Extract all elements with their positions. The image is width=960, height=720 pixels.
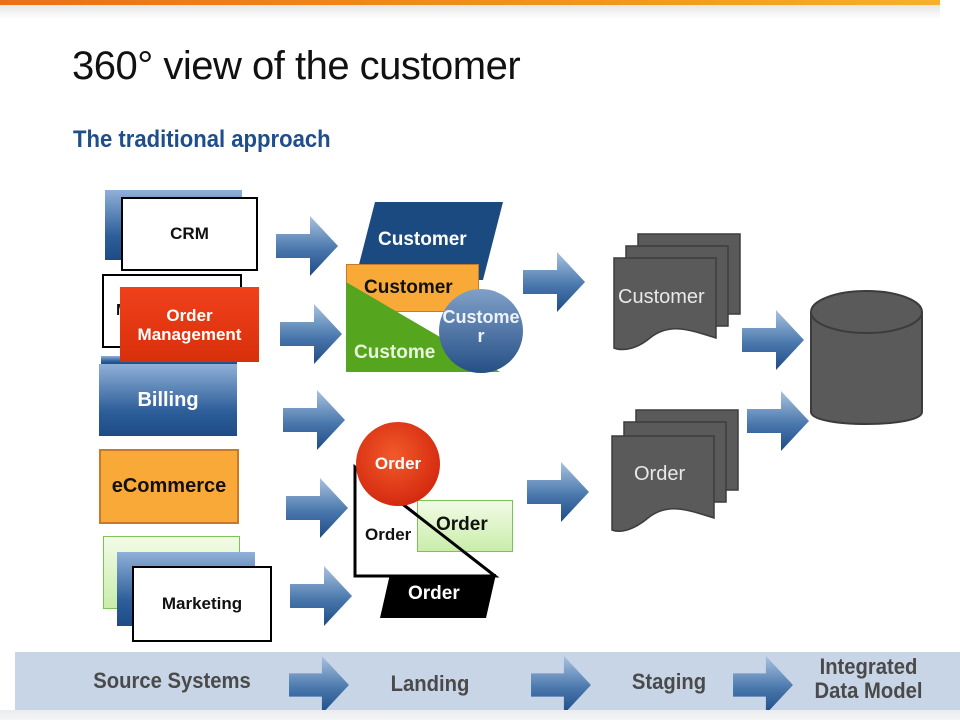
source-billing-label: Billing [137,388,199,411]
landing-order-circle-label: Order [374,454,422,473]
footer-arrow-1 [288,656,350,714]
arrow-marketing-to-landing [290,566,352,626]
source-crm-label: CRM [170,224,209,243]
arrow-ecommerce-to-landing [286,478,348,538]
staging-order-label: Order [634,463,686,485]
arrow-customer-to-staging [523,252,585,312]
landing-customer-circle-label: Custome r [442,307,520,346]
landing-customer-green-label: Custome [354,342,436,363]
source-marketing-label: Marketing [161,594,243,613]
footer-stage-source-systems: Source Systems [93,668,251,693]
page-subtitle: The traditional approach [73,126,331,153]
landing-customer-orange-label: Customer [364,277,453,298]
source-order-management: Order Management [120,287,259,362]
source-order-management-label: Order Management [137,305,242,344]
landing-order-triangle-label: Order [365,525,412,544]
arrow-customer-to-integrated [742,310,804,370]
footer-arrow-2 [530,656,592,714]
database-cylinder-icon [810,290,923,425]
top-shade [0,5,940,19]
footer-stage-integrated-data-model: Integrated Data Model [814,654,923,703]
footer-stage-landing: Landing [390,671,470,696]
staging-customer-doc-stack [613,233,741,351]
footer-stage-staging: Staging [631,669,707,694]
order-circle-shape [356,422,440,506]
arrow-order-mgmt-to-landing [280,304,342,364]
top-accent-bar [0,0,940,5]
footer-bottom-strip [0,710,960,720]
order-black-parallelogram [380,574,496,618]
stage-footer-bar [15,652,960,710]
landing-customer-parallelogram-label: Customer [378,229,467,250]
customer-circle-shape [439,289,523,373]
source-ecommerce: eCommerce [99,449,239,524]
source-billing: Billing [99,364,237,436]
source-ecommerce-label: eCommerce [111,475,227,497]
footer-arrow-3 [732,656,794,714]
arrow-order-to-staging [527,462,589,522]
arrow-crm-to-landing [276,216,338,276]
source-marketing: Marketing [132,566,272,642]
page-title: 360° view of the customer [72,44,521,88]
staging-order-doc-stack [611,409,739,532]
source-crm: CRM [121,197,258,271]
landing-order-green-label: Order [436,514,488,535]
customer-parallelogram-shape [355,202,503,280]
landing-order-black-label: Order [408,583,460,604]
staging-customer-label: Customer [618,286,705,308]
arrow-billing-to-landing [283,390,345,450]
arrow-order-to-integrated [747,391,809,451]
